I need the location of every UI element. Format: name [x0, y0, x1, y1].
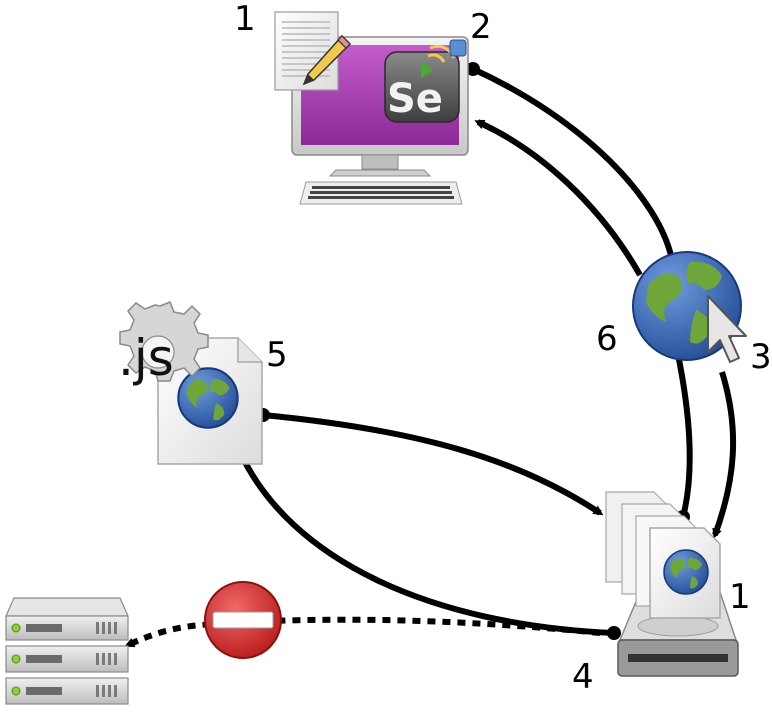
label-script-1: 1: [234, 0, 256, 39]
web-browser-globe-cursor-icon: [632, 251, 747, 363]
local-storage: [605, 491, 739, 677]
text-editor-icon: [274, 11, 352, 91]
connector-selenium-to-globe: [471, 66, 675, 261]
label-files-1: 1: [729, 577, 751, 617]
selenium-ide-icon: Se: [384, 39, 467, 123]
html-document-globe-icon: [157, 337, 263, 465]
connector-dot-selenium: [466, 62, 480, 76]
label-disk-4: 4: [572, 657, 594, 697]
connector-dot-disk: [607, 626, 621, 640]
server-unit: [5, 645, 129, 673]
connector-globe-to-monitor: [474, 119, 643, 277]
connectors: [124, 62, 737, 648]
label-return-6: 6: [596, 319, 618, 359]
server-unit: [5, 597, 129, 641]
javascript-label: .js: [118, 329, 174, 387]
server-rack-icon: [5, 597, 129, 705]
label-globe-3: 3: [750, 337, 772, 377]
pencil-icon: [302, 34, 352, 86]
js-file: .js: [118, 301, 263, 465]
keyboard-icon: [299, 181, 463, 205]
connector-globe-to-files: [712, 371, 737, 539]
mouse-pointer-icon: [707, 295, 747, 363]
stacked-html-documents-icon: [605, 491, 721, 619]
connector-disk-to-js: [237, 448, 615, 636]
selenium-logo-text: Se: [387, 76, 443, 122]
connector-js-to-files: [262, 412, 604, 516]
connector-files-to-globe: [673, 344, 693, 518]
label-selenium-2: 2: [470, 7, 492, 47]
connector-disk-to-servers-blocked: [124, 616, 601, 648]
label-js-5: 5: [266, 335, 288, 375]
no-entry-icon: [204, 581, 282, 659]
javascript-gear-icon: .js: [118, 301, 209, 387]
server-unit: [5, 677, 129, 705]
